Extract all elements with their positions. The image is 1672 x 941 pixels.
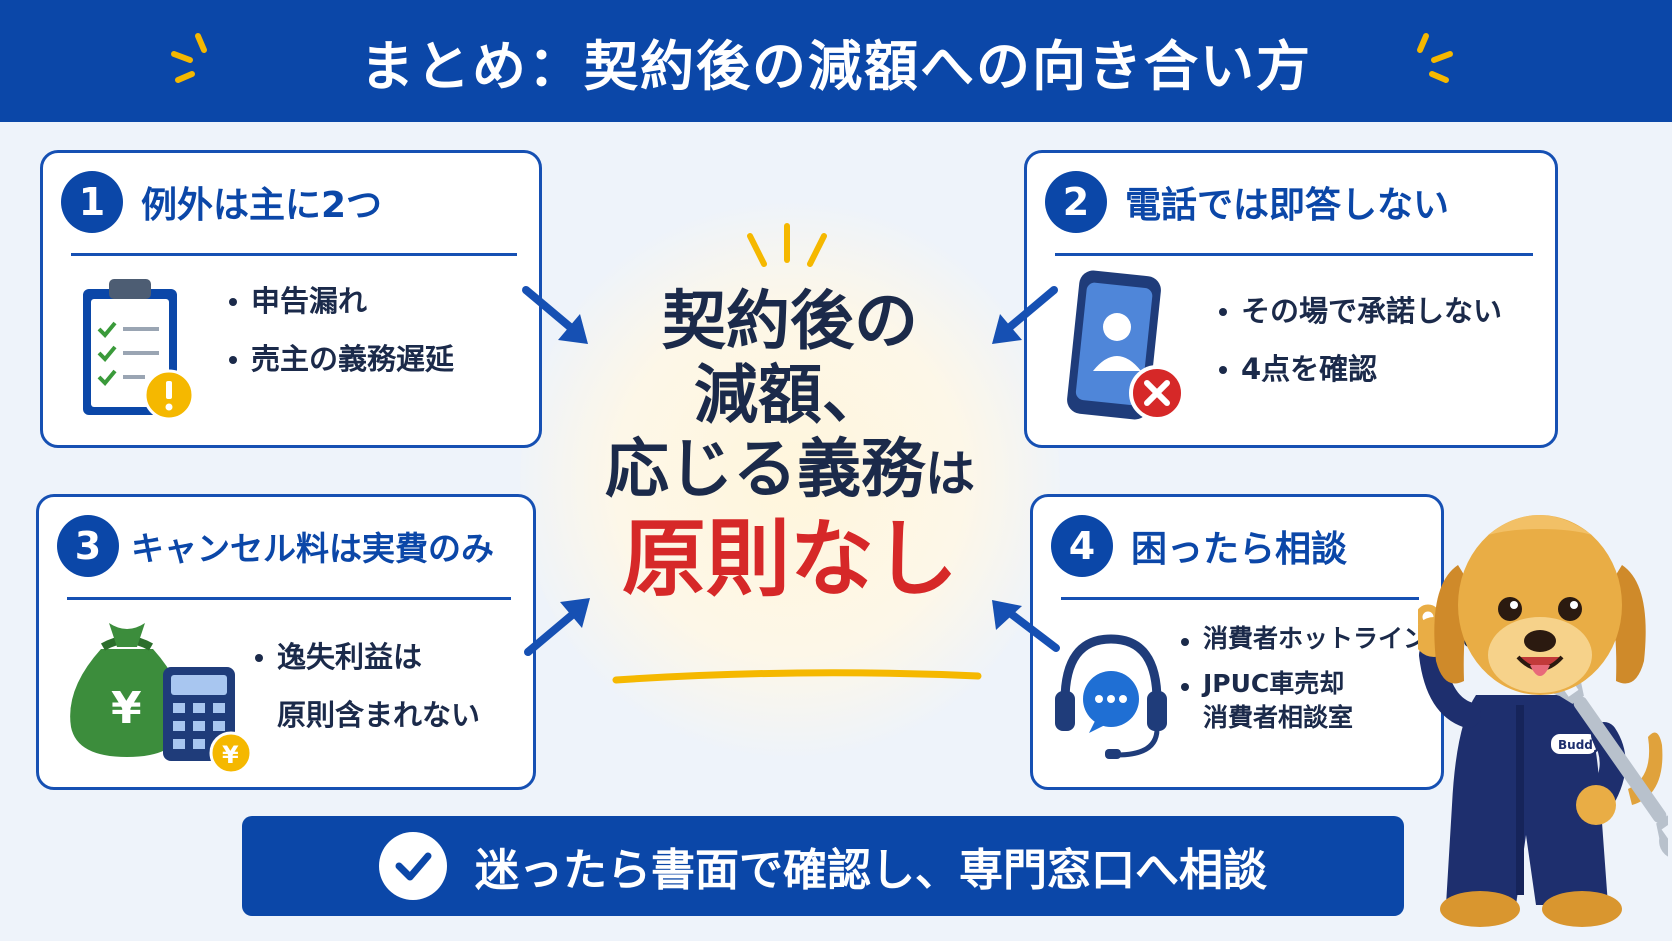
central-conclusion: 原則なし [621,510,958,608]
card-consult: 4 困ったら相談 消費者ホットライン188 JPUC車売却 消費者相談室 [1030,494,1480,790]
card-3-list: 逸失利益は 原則含まれない [251,639,480,756]
list-item: JPUC車売却 [1177,668,1480,699]
dog-mechanic-mascot-icon: Buddy [1418,515,1668,927]
card-2-divider [1055,253,1533,256]
card-3-number: 3 [57,515,119,577]
card-4-divider [1061,597,1419,600]
list-item: 逸失利益は [251,639,480,675]
card-4-header: 4 困ったら相談 [1051,515,1347,577]
card-1-header: 1 例外は主に2つ [61,171,382,233]
card-phone-response: 2 電話では即答しない その場で承諾しない 4点を確認 [1024,150,1558,448]
card-3-title: キャンセル料は実費のみ [131,529,494,568]
central-line-3-particle: は [925,445,975,503]
card-1-divider [71,253,517,256]
spark-icon-right [1417,33,1453,83]
headset-chat-icon [1055,634,1167,759]
central-line-3-main: 応じる義務 [605,433,925,507]
svg-text:¥: ¥ [111,683,142,734]
central-line-3: 応じる義務は [560,433,1020,511]
arrow-icon-card3 [524,598,590,656]
card-cancel-fee: 3 キャンセル料は実費のみ ¥ ¥ 逸失利益は 原則含まれない [36,494,536,790]
card-3-header: 3 キャンセル料は実費のみ [57,515,494,577]
list-item: 申告漏れ [225,283,454,319]
list-item-continuation: 原則含まれない [277,698,481,733]
list-item: 売主の義務遅延 [225,341,454,377]
card-1-title: 例外は主に2つ [141,185,383,226]
card-2-header: 2 電話では即答しない [1045,171,1449,233]
bottom-advice-bar: 迷ったら書面で確認し、専門窓口へ相談 [242,816,1404,916]
card-1-number: 1 [61,171,123,233]
spark-icon-center [747,223,827,267]
central-message: 契約後の 減額、 応じる義務は 原則なし [560,285,1020,607]
page-title: まとめ：契約後の減額への向き合い方 [360,34,1312,98]
svg-text:¥: ¥ [222,741,239,769]
check-circle [379,832,447,900]
list-item: その場で承諾しない [1215,293,1502,329]
yen-money-bag-calculator-icon: ¥ ¥ [70,623,253,775]
card-4-number: 4 [1051,515,1113,577]
arrow-icon-card1 [522,286,588,344]
arrow-icon-card2 [992,286,1058,344]
list-item-continuation: 消費者相談室 [1203,702,1354,732]
arrow-icon-card4 [992,600,1060,652]
yellow-underline [612,669,982,684]
card-exceptions: 1 例外は主に2つ 申告漏れ 売主の義務遅延 [40,150,542,448]
card-3-divider [67,597,511,600]
bottom-advice-text: 迷ったら書面で確認し、専門窓口へ相談 [475,845,1267,896]
central-line-1: 契約後の [662,285,918,359]
spark-icon-left [171,33,207,83]
card-1-list: 申告漏れ 売主の義務遅延 [225,283,454,400]
card-2-number: 2 [1045,171,1107,233]
central-line-2: 減額、 [694,359,886,433]
check-icon [395,852,432,881]
card-2-list: その場で承諾しない 4点を確認 [1215,293,1502,410]
card-2-title: 電話では即答しない [1125,185,1450,226]
list-item: 4点を確認 [1215,351,1502,387]
card-4-title: 困ったら相談 [1131,529,1348,570]
center-glow [520,200,1060,760]
header-banner: まとめ：契約後の減額への向き合い方 [0,0,1672,122]
clipboard-checklist-warning-icon [83,279,195,421]
mascot-badge: Buddy [1558,738,1601,752]
smartphone-rejected-call-icon [1067,270,1185,421]
